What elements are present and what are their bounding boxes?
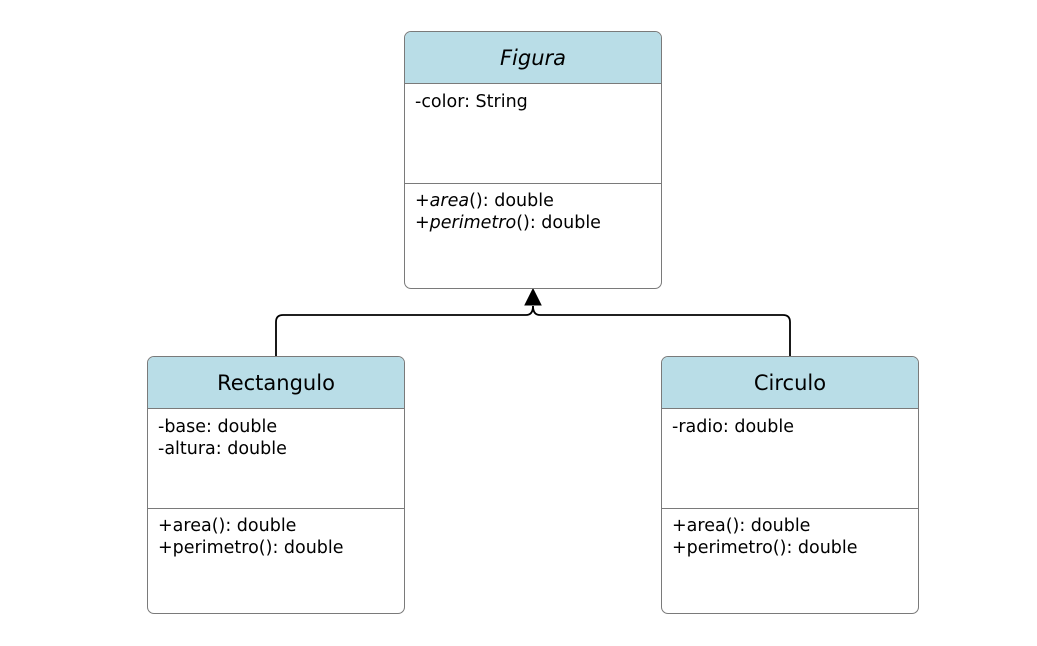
attribute-altura: -altura: double: [158, 439, 287, 459]
method-perimetro: +perimetro(): double: [158, 538, 344, 558]
class-rectangulo[interactable]: Rectangulo -base: double -altura: double…: [147, 356, 405, 614]
circulo-inheritance-line: [532, 305, 791, 356]
method-area: +area(): double: [415, 191, 554, 211]
class-circulo[interactable]: Circulo -radio: double +area(): double +…: [661, 356, 919, 614]
class-rectangulo-name: Rectangulo: [217, 371, 335, 395]
method-perimetro: +perimetro(): double: [415, 213, 601, 233]
class-circulo-methods: +area(): double +perimetro(): double: [662, 509, 918, 559]
attribute-color: -color: String: [415, 92, 528, 112]
class-rectangulo-header: Rectangulo: [148, 357, 404, 409]
method-perimetro: +perimetro(): double: [672, 538, 858, 558]
class-figura[interactable]: Figura -color: String +area(): double +p…: [404, 31, 662, 289]
attribute-base: -base: double: [158, 417, 278, 437]
attribute-radio: -radio: double: [672, 417, 795, 437]
class-circulo-header: Circulo: [662, 357, 918, 409]
class-rectangulo-attributes: -base: double -altura: double: [148, 409, 404, 509]
class-figura-header: Figura: [405, 32, 661, 84]
class-circulo-name: Circulo: [753, 371, 827, 395]
class-figura-methods: +area(): double +perimetro(): double: [405, 184, 661, 234]
rectangulo-inheritance-line: [275, 305, 534, 356]
class-figura-attributes: -color: String: [405, 84, 661, 184]
generalization-arrowhead: [524, 287, 542, 306]
class-rectangulo-methods: +area(): double +perimetro(): double: [148, 509, 404, 559]
method-area: +area(): double: [158, 516, 297, 536]
method-area: +area(): double: [672, 516, 811, 536]
class-circulo-attributes: -radio: double: [662, 409, 918, 509]
class-figura-name: Figura: [499, 46, 567, 70]
